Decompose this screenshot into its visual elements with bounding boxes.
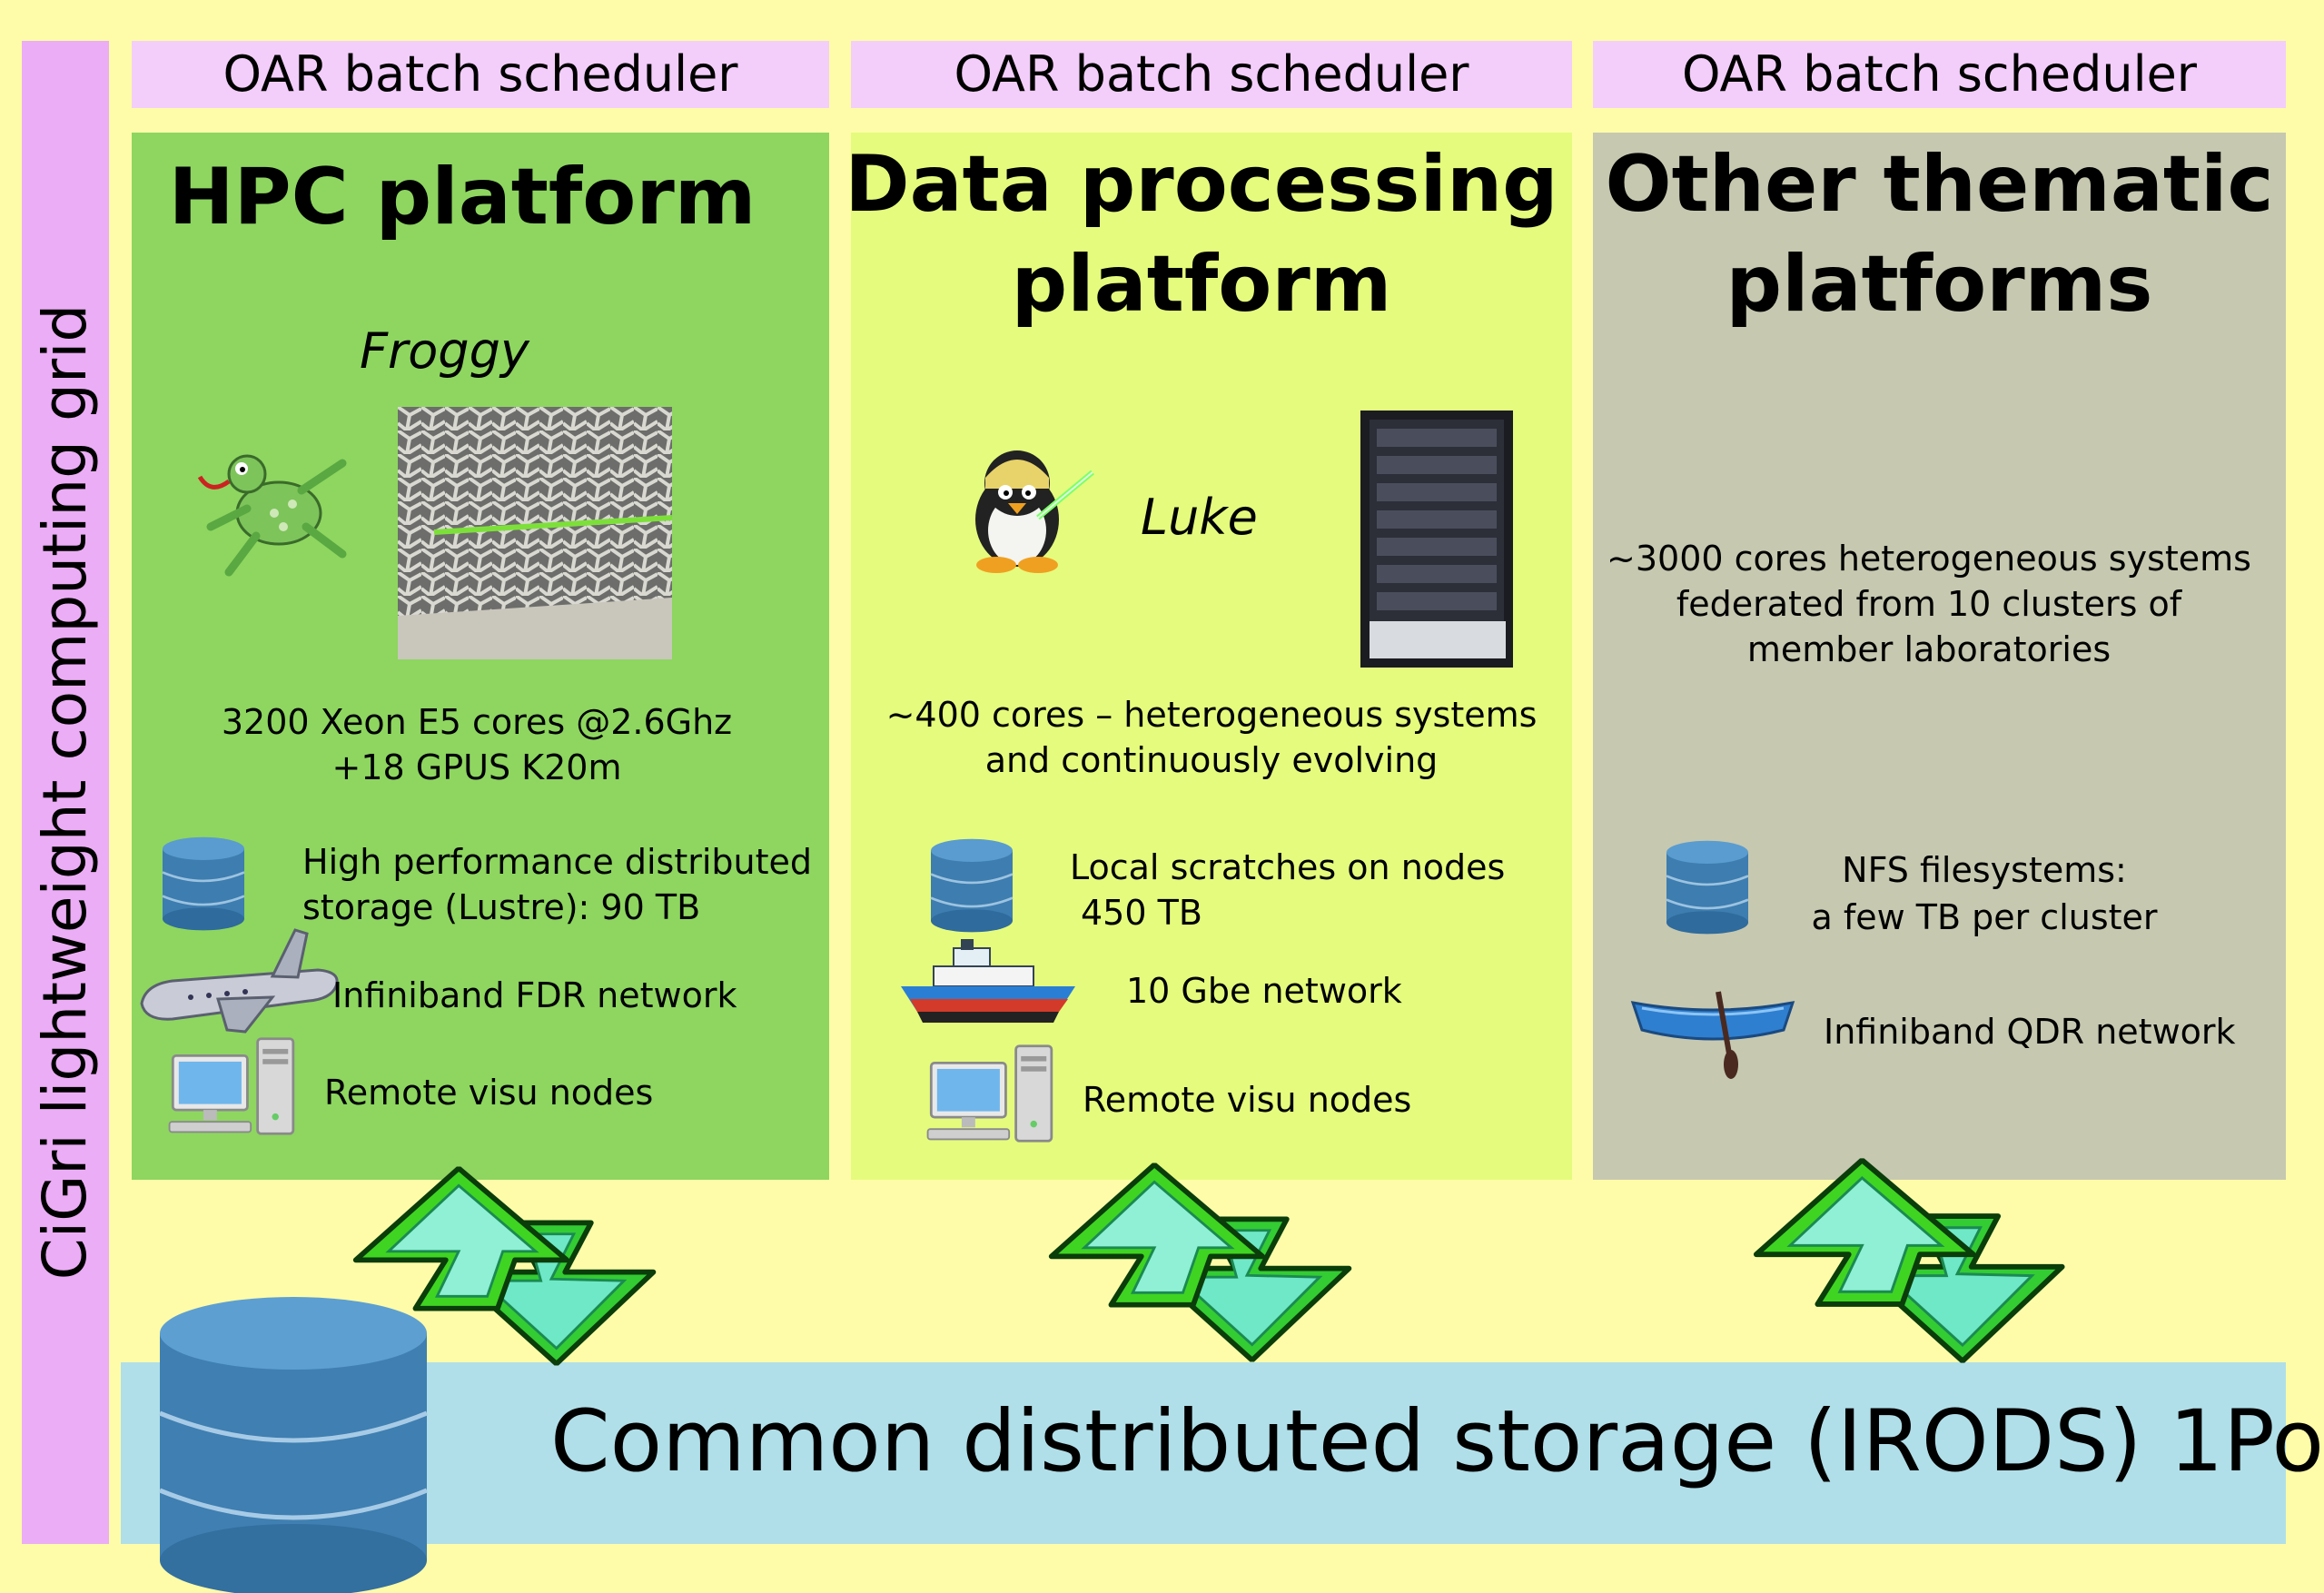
- common-storage-bar: [121, 1362, 2286, 1544]
- other-cores-line3: member laboratories: [1746, 629, 2111, 669]
- hpc-cores-line: 3200 Xeon E5 cores @2.6Ghz: [221, 702, 733, 742]
- other-storage: NFS filesystems: a few TB per cluster: [1780, 846, 2189, 941]
- other-title-line2: platforms: [1726, 239, 2153, 330]
- database-icon: [154, 836, 252, 934]
- scheduler-hpc: OAR batch scheduler: [132, 41, 829, 108]
- data-storage-line1: Local scratches on nodes: [1070, 847, 1506, 887]
- other-title: Other thematic platforms: [1593, 134, 2286, 334]
- scheduler-other: OAR batch scheduler: [1593, 41, 2286, 108]
- other-network: Infiniband QDR network: [1824, 1012, 2236, 1052]
- scheduler-data: OAR batch scheduler: [851, 41, 1572, 108]
- data-network: 10 Gbe network: [1126, 971, 1402, 1011]
- grid-side-bar: [22, 41, 109, 1544]
- other-title-line1: Other thematic: [1605, 139, 2274, 230]
- exchange-arrows-icon: [1751, 1155, 2089, 1366]
- other-cores: ~3000 cores heterogeneous systems federa…: [1593, 536, 2265, 672]
- froggy-cluster-photo: [398, 407, 673, 659]
- hpc-storage-line1: High performance distributed: [302, 842, 813, 882]
- ship-icon: [901, 939, 1075, 1023]
- canoe-icon: [1630, 991, 1795, 1079]
- data-cores-line2: and continuously evolving: [984, 740, 1439, 780]
- exchange-arrows-icon: [351, 1166, 679, 1366]
- server-rack-icon: [1360, 411, 1513, 668]
- other-platform-panel: [1593, 133, 2286, 1180]
- database-icon: [923, 837, 1021, 935]
- data-cores: ~400 cores – heterogeneous systems and c…: [851, 692, 1572, 783]
- data-title-line1: Data processing: [845, 139, 1558, 230]
- computer-icon: [922, 1043, 1063, 1144]
- penguin-icon: [975, 450, 1094, 573]
- hpc-cores: 3200 Xeon E5 cores @2.6Ghz +18 GPUS K20m: [132, 699, 822, 790]
- frog-icon: [197, 454, 347, 577]
- hpc-storage: High performance distributed storage (Lu…: [302, 839, 812, 930]
- large-database-icon: [159, 1297, 428, 1593]
- hpc-network: Infiniband FDR network: [332, 975, 737, 1015]
- other-cores-line1: ~3000 cores heterogeneous systems: [1607, 539, 2251, 579]
- database-icon: [1658, 839, 1756, 937]
- data-storage: Local scratches on nodes 450 TB: [1070, 845, 1505, 935]
- other-storage-line1: NFS filesystems:: [1842, 850, 2127, 890]
- data-cluster-name: Luke: [1141, 489, 1258, 546]
- exchange-arrows-icon: [1046, 1157, 1375, 1368]
- grid-label: CiGri lightweight computing grid: [30, 303, 100, 1281]
- data-cores-line1: ~400 cores – heterogeneous systems: [885, 695, 1538, 735]
- hpc-title: HPC platform: [168, 152, 757, 242]
- hpc-storage-line2: storage (Lustre): 90 TB: [302, 887, 701, 927]
- computer-icon: [163, 1035, 304, 1137]
- data-visu: Remote visu nodes: [1083, 1080, 1412, 1120]
- hpc-gpus-line: +18 GPUS K20m: [331, 747, 622, 787]
- hpc-cluster-name: Froggy: [360, 322, 529, 380]
- data-storage-line2: 450 TB: [1081, 893, 1202, 933]
- data-title: Data processing platform: [841, 134, 1562, 334]
- common-storage-label: Common distributed storage (IRODS) 1Po: [550, 1392, 2324, 1491]
- hpc-visu: Remote visu nodes: [324, 1073, 654, 1113]
- airplane-icon: [140, 928, 339, 1034]
- data-title-line2: platform: [1011, 239, 1392, 330]
- other-cores-line2: federated from 10 clusters of: [1676, 584, 2182, 624]
- other-storage-line2: a few TB per cluster: [1811, 897, 2158, 937]
